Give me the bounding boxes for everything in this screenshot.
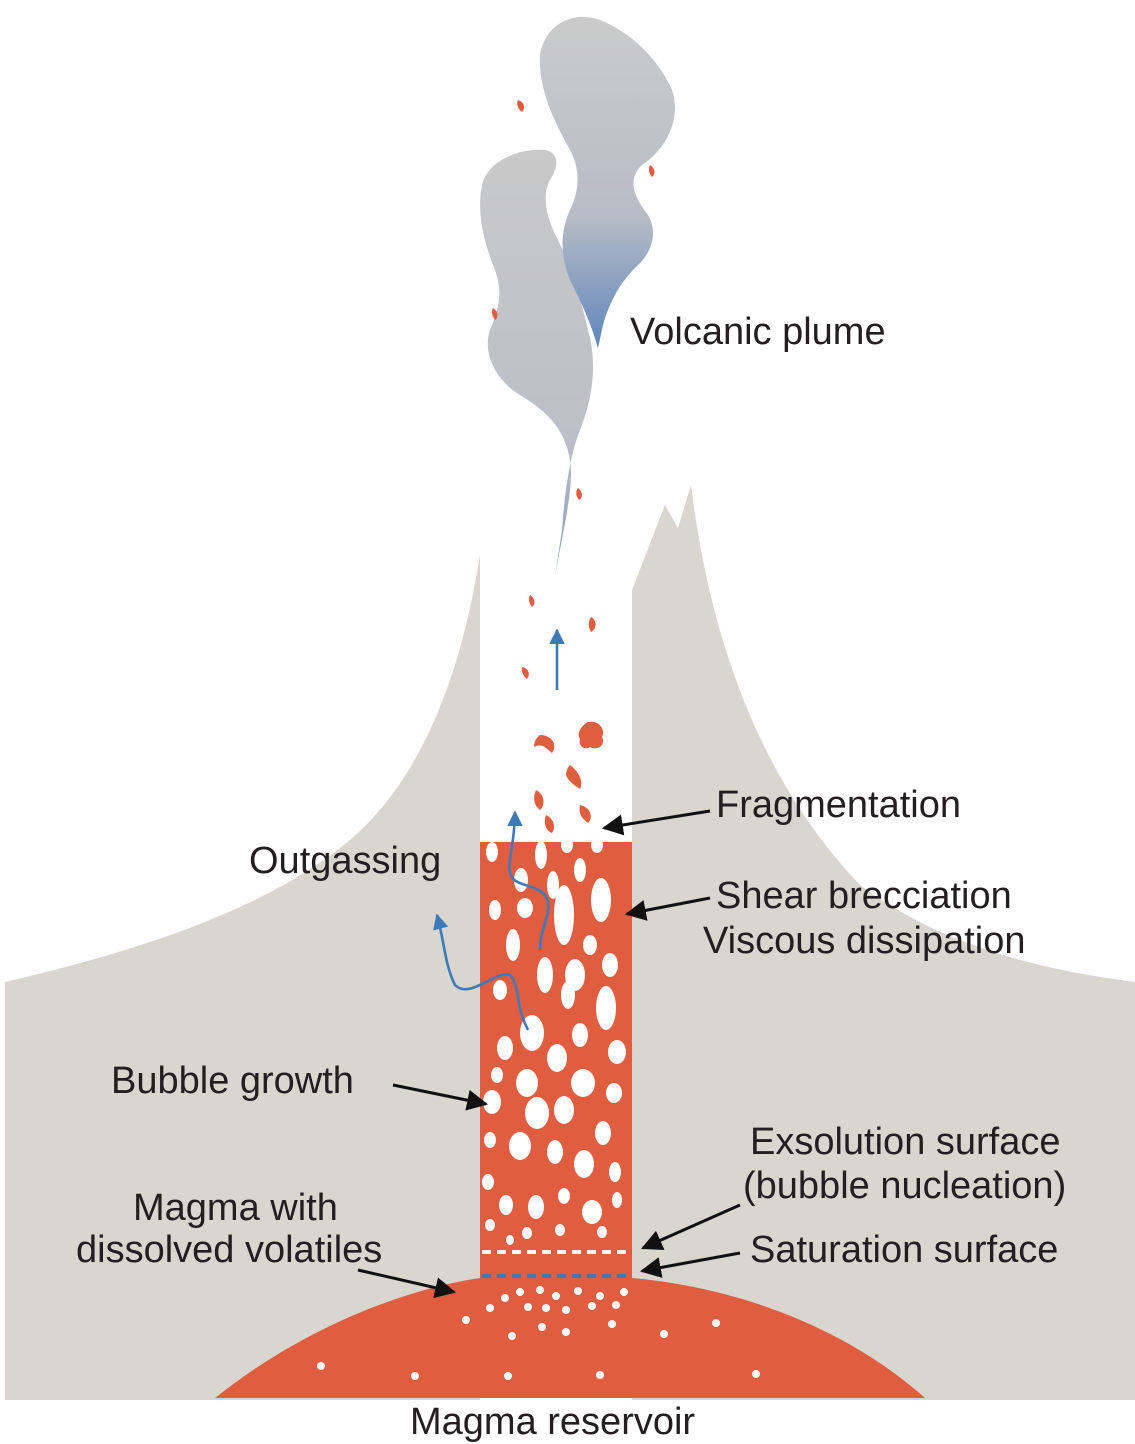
bubble [574, 1287, 582, 1295]
bubble [535, 841, 547, 869]
bubble [486, 842, 498, 862]
bubble [591, 878, 611, 922]
bubble [608, 1040, 626, 1064]
bubble [561, 981, 575, 1009]
bubble [596, 1292, 604, 1300]
plume-right [539, 16, 675, 348]
bubble [596, 1371, 604, 1379]
bubble [516, 1069, 538, 1097]
bubble [612, 1301, 620, 1309]
bubble [588, 1302, 596, 1310]
bubble [547, 1140, 563, 1164]
bubble-growth-pointer [392, 1083, 489, 1111]
volcanic-plume-label: Volcanic plume [630, 311, 886, 353]
viscous-dissipation-label: Viscous dissipation [703, 920, 1025, 962]
bubble [516, 1288, 524, 1296]
bubble [558, 1188, 570, 1204]
bubble [509, 1132, 531, 1160]
bubble [317, 1362, 325, 1370]
bubble [571, 1069, 595, 1097]
bubble [552, 1292, 560, 1300]
outgassing-label: Outgassing [249, 840, 441, 882]
bubble [517, 898, 533, 918]
bubble [462, 1316, 470, 1324]
bubble [493, 980, 507, 1000]
bubble [562, 1328, 570, 1336]
bubble [574, 858, 586, 882]
outgassing-arrow-a [433, 913, 530, 1031]
bubble-nucleation-label: (bubble nucleation) [743, 1165, 1066, 1207]
bubble [485, 1219, 495, 1231]
shear-pointer [624, 896, 711, 921]
bubble [525, 1097, 549, 1129]
bubble [554, 1096, 574, 1124]
bubble [561, 837, 573, 853]
bubble [612, 1192, 622, 1208]
bubble [528, 1195, 544, 1219]
shear-brecciation-label: Shear brecciation [716, 875, 1012, 917]
bubble [574, 1150, 594, 1178]
bubble [752, 1370, 760, 1378]
bubble [591, 837, 603, 853]
bubble [508, 1332, 516, 1340]
bubble [597, 1226, 607, 1238]
bubble [582, 1200, 602, 1224]
bubble [542, 1304, 550, 1312]
bubble [497, 1036, 513, 1060]
bubble [499, 1195, 513, 1215]
bubble [562, 1306, 570, 1314]
conduit [480, 560, 632, 842]
bubble [538, 1323, 546, 1331]
bubble [583, 935, 597, 955]
bubble [537, 957, 553, 993]
bubble [595, 1121, 611, 1145]
bubble [504, 1372, 512, 1380]
saturation-pointer [639, 1251, 741, 1278]
bubble [484, 1132, 496, 1148]
saturation-surface-label: Saturation surface [750, 1229, 1058, 1271]
volcano-edifice [5, 485, 1135, 1400]
bubble [411, 1372, 419, 1380]
bubble [660, 1330, 668, 1338]
fragmentation-pointer [601, 809, 711, 836]
bubble [506, 929, 520, 961]
bubble [482, 1174, 494, 1190]
exsolution-pointer [641, 1203, 741, 1250]
label-pointers [357, 809, 741, 1299]
dissolved-volatiles-label: dissolved volatiles [76, 1229, 382, 1271]
exsolution-surface-label: Exsolution surface [750, 1121, 1061, 1163]
bubble [522, 1227, 532, 1239]
bubble [609, 1162, 621, 1182]
bubble [596, 986, 616, 1030]
bubble [712, 1319, 720, 1327]
bubble [524, 1303, 532, 1311]
bubble [536, 1286, 544, 1294]
magma-volatiles-pointer [357, 1268, 457, 1299]
bubble [506, 1235, 514, 1245]
bubble [608, 1320, 616, 1328]
bubble [501, 1294, 509, 1302]
gas-flow-arrows [433, 628, 565, 1031]
bubble [555, 1224, 565, 1236]
bubble [489, 900, 501, 920]
bubble [483, 1090, 501, 1114]
fragmentation-label: Fragmentation [716, 784, 961, 826]
bubble [554, 885, 574, 945]
pyroclasts [491, 100, 655, 833]
bubble [606, 1083, 622, 1103]
magma-with-label: Magma with [133, 1187, 338, 1229]
bubble [547, 871, 559, 899]
bubble [486, 1304, 494, 1312]
bubble [620, 1288, 628, 1296]
bubble [572, 1023, 588, 1047]
bubble [602, 953, 618, 977]
outgassing-arrow-b [507, 810, 550, 951]
magma-reservoir [215, 1278, 925, 1398]
bubbles [317, 837, 760, 1380]
bubble [547, 1044, 567, 1072]
magma-reservoir-label: Magma reservoir [410, 1401, 695, 1443]
bubble-growth-label: Bubble growth [111, 1060, 354, 1102]
bubble [491, 1067, 503, 1083]
